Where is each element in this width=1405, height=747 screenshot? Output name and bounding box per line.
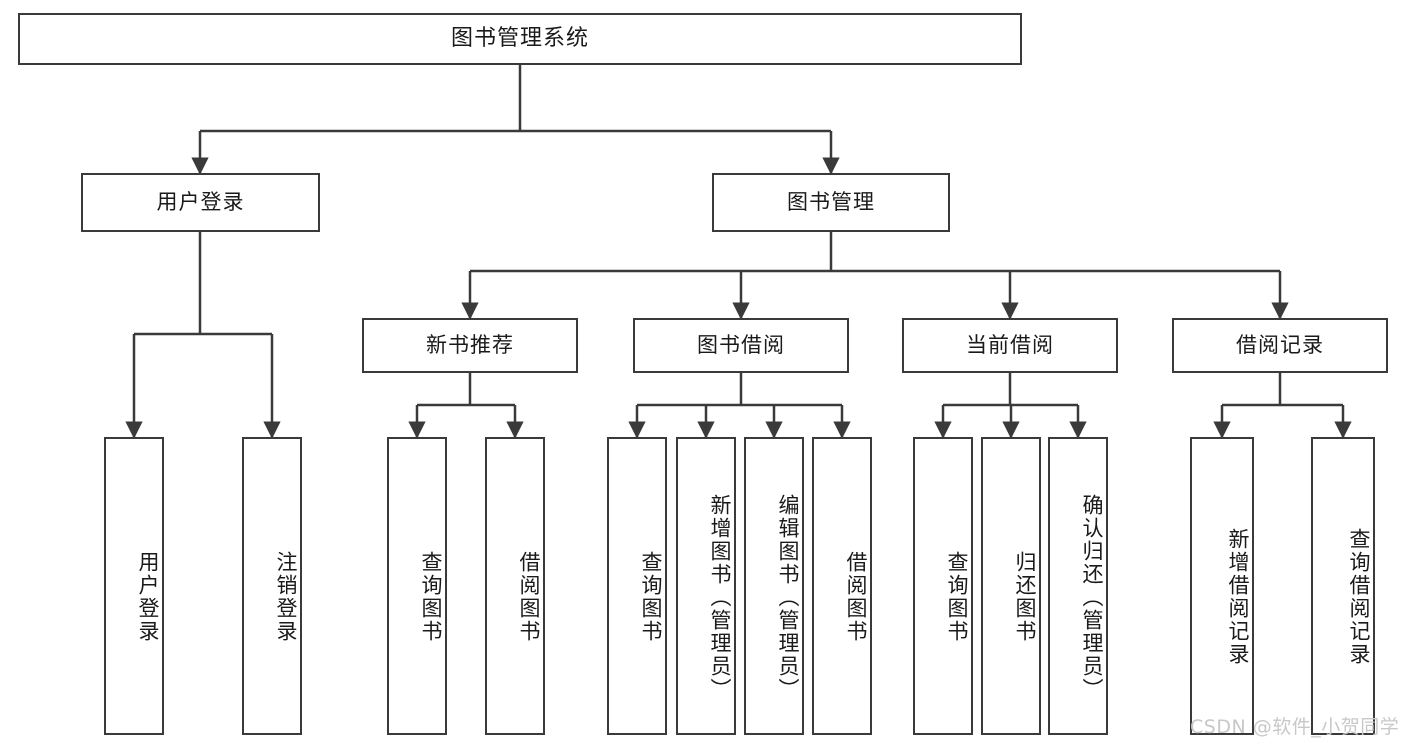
node-leaf-2-查询图书[interactable]: 查询图书	[387, 437, 447, 735]
node-label: 图书管理系统	[450, 25, 589, 51]
csdn-watermark: CSDN @软件_小贺同学	[1190, 716, 1400, 738]
node-label: 新增图书（管理员）	[708, 493, 732, 701]
node-leaf-3-借阅图书[interactable]: 借阅图书	[485, 437, 545, 735]
node-leaf-10-确认归还管理员[interactable]: 确认归还（管理员）	[1048, 437, 1108, 735]
node-leaf-0-用户登录[interactable]: 用户登录	[104, 437, 164, 735]
node-leaf-4-查询图书[interactable]: 查询图书	[607, 437, 667, 735]
node-level1-图书管理[interactable]: 图书管理	[712, 173, 950, 232]
node-label: 确认归还（管理员）	[1080, 493, 1104, 701]
node-label: 用户登录	[136, 551, 160, 643]
node-level2-新书推荐[interactable]: 新书推荐	[362, 318, 578, 373]
node-label: 编辑图书（管理员）	[776, 493, 800, 701]
node-level2-当前借阅[interactable]: 当前借阅	[902, 318, 1118, 373]
node-level1-用户登录[interactable]: 用户登录	[81, 173, 320, 232]
node-leaf-5-新增图书管理员[interactable]: 新增图书（管理员）	[676, 437, 736, 735]
node-level2-图书借阅[interactable]: 图书借阅	[633, 318, 849, 373]
node-leaf-11-新增借阅记录[interactable]: 新增借阅记录	[1190, 437, 1254, 735]
node-label: 归还图书	[1013, 551, 1037, 643]
node-leaf-1-注销登录[interactable]: 注销登录	[242, 437, 302, 735]
node-label: 当前借阅	[966, 332, 1054, 357]
node-label: 查询图书	[945, 551, 969, 643]
node-label: 新增借阅记录	[1226, 528, 1250, 666]
node-leaf-12-查询借阅记录[interactable]: 查询借阅记录	[1311, 437, 1375, 735]
node-leaf-8-查询图书[interactable]: 查询图书	[913, 437, 973, 735]
node-level2-借阅记录[interactable]: 借阅记录	[1172, 318, 1388, 373]
node-label: 查询图书	[639, 551, 663, 643]
node-label: 图书管理	[787, 189, 875, 214]
node-label: 新书推荐	[426, 332, 514, 357]
node-label: 查询借阅记录	[1347, 528, 1371, 666]
node-leaf-9-归还图书[interactable]: 归还图书	[981, 437, 1041, 735]
node-label: 图书借阅	[697, 332, 785, 357]
node-root-图书管理系统[interactable]: 图书管理系统	[18, 13, 1022, 65]
node-label: 注销登录	[274, 551, 298, 643]
node-leaf-7-借阅图书[interactable]: 借阅图书	[812, 437, 872, 735]
node-label: 借阅图书	[844, 551, 868, 643]
node-label: 借阅图书	[517, 551, 541, 643]
node-label: 借阅记录	[1236, 332, 1324, 357]
node-label: 查询图书	[419, 551, 443, 643]
node-leaf-6-编辑图书管理员[interactable]: 编辑图书（管理员）	[744, 437, 804, 735]
node-label: 用户登录	[156, 189, 245, 214]
